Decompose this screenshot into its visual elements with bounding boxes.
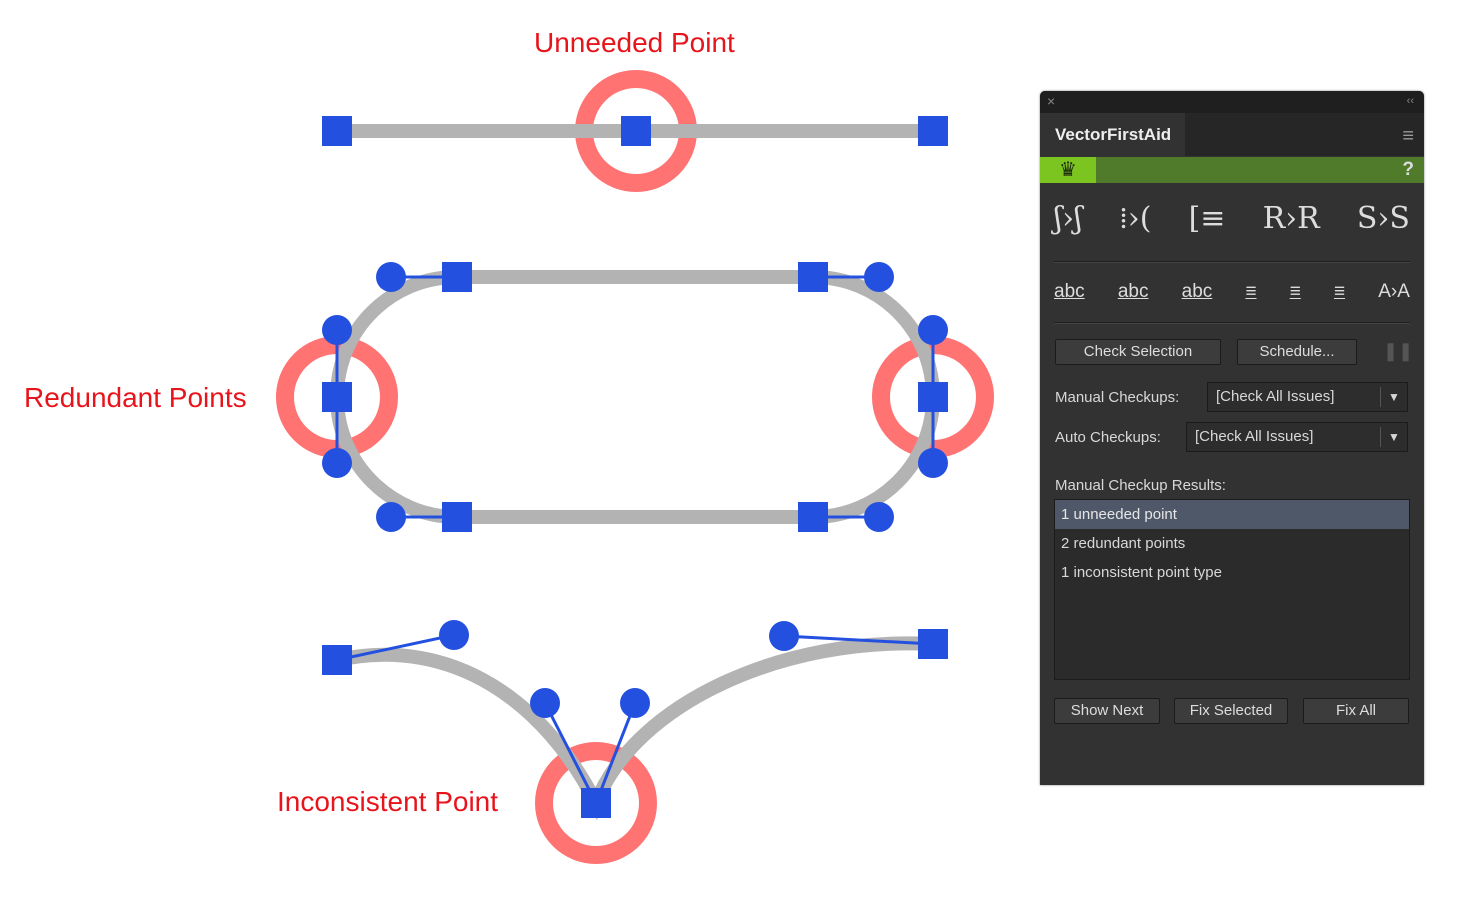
pause-icon[interactable]: ❚❚ — [1383, 341, 1414, 361]
list-item[interactable]: 2 redundant points — [1061, 535, 1186, 552]
list-item[interactable]: 1 unneeded point — [1055, 500, 1409, 529]
list-item[interactable]: 1 inconsistent point type — [1061, 564, 1222, 581]
manual-checkups-label: Manual Checkups: — [1055, 389, 1180, 406]
results-label: Manual Checkup Results: — [1055, 477, 1226, 494]
line-spacing-1-icon[interactable]: ≡ — [1245, 281, 1257, 302]
illustration — [276, 70, 994, 864]
fix-selected-button[interactable]: Fix Selected — [1174, 698, 1288, 724]
smooth-path-tool-icon[interactable]: ʃ›ʃ — [1054, 201, 1083, 236]
auto-checkups-select[interactable]: [Check All Issues] ▼ — [1186, 422, 1408, 452]
schedule-button[interactable]: Schedule... — [1237, 339, 1357, 365]
outline-text-icon[interactable]: A›A — [1378, 281, 1410, 302]
manual-checkups-value: [Check All Issues] — [1216, 388, 1335, 405]
line-spacing-3-icon[interactable]: ≡ — [1333, 281, 1346, 302]
close-icon[interactable]: × — [1047, 93, 1056, 109]
chevron-down-icon[interactable]: ▼ — [1380, 387, 1407, 407]
baseline-right-icon[interactable]: abc — [1181, 281, 1213, 302]
crown-icon: ♛ — [1040, 157, 1096, 183]
label-redundant-points: Redundant Points — [24, 382, 247, 413]
vectorfirstaid-panel: × ‹‹ VectorFirstAid ≡ ♛ ? ʃ›ʃ ⁞›( [≡ R›R… — [1040, 91, 1424, 785]
text-block-tool-icon[interactable]: [≡ — [1188, 201, 1226, 236]
line-spacing-2-icon[interactable]: ≡ — [1289, 281, 1301, 302]
label-unneeded-point: Unneeded Point — [534, 27, 735, 58]
auto-checkups-label: Auto Checkups: — [1055, 429, 1161, 446]
fix-all-button[interactable]: Fix All — [1303, 698, 1409, 724]
results-list[interactable]: 1 unneeded point 2 redundant points 1 in… — [1054, 499, 1410, 680]
simplify-path-tool-icon[interactable]: ⁞›( — [1119, 201, 1152, 236]
baseline-left-icon[interactable]: abc — [1054, 281, 1085, 302]
manual-checkups-select[interactable]: [Check All Issues] ▼ — [1207, 382, 1408, 412]
tab-vectorfirstaid[interactable]: VectorFirstAid — [1040, 113, 1185, 156]
rounded-rect-path — [329, 270, 941, 524]
label-inconsistent-point: Inconsistent Point — [277, 786, 499, 817]
help-button[interactable]: ? — [1402, 159, 1414, 180]
baseline-center-icon[interactable]: abc — [1117, 281, 1149, 302]
collapse-icon[interactable]: ‹‹ — [1406, 95, 1414, 107]
chevron-down-icon[interactable]: ▼ — [1380, 427, 1407, 447]
panel-titlebar: × ‹‹ — [1040, 91, 1424, 113]
auto-checkups-value: [Check All Issues] — [1195, 428, 1314, 445]
highlight-ring-inconsistent — [535, 742, 657, 864]
outline-to-text-tool-icon[interactable]: S›S — [1356, 201, 1410, 236]
menu-icon[interactable]: ≡ — [1402, 125, 1414, 147]
font-replace-tool-icon[interactable]: R›R — [1262, 201, 1320, 236]
status-bar: ♛ ? — [1040, 157, 1424, 183]
check-selection-button[interactable]: Check Selection — [1055, 339, 1221, 365]
show-next-button[interactable]: Show Next — [1054, 698, 1160, 724]
